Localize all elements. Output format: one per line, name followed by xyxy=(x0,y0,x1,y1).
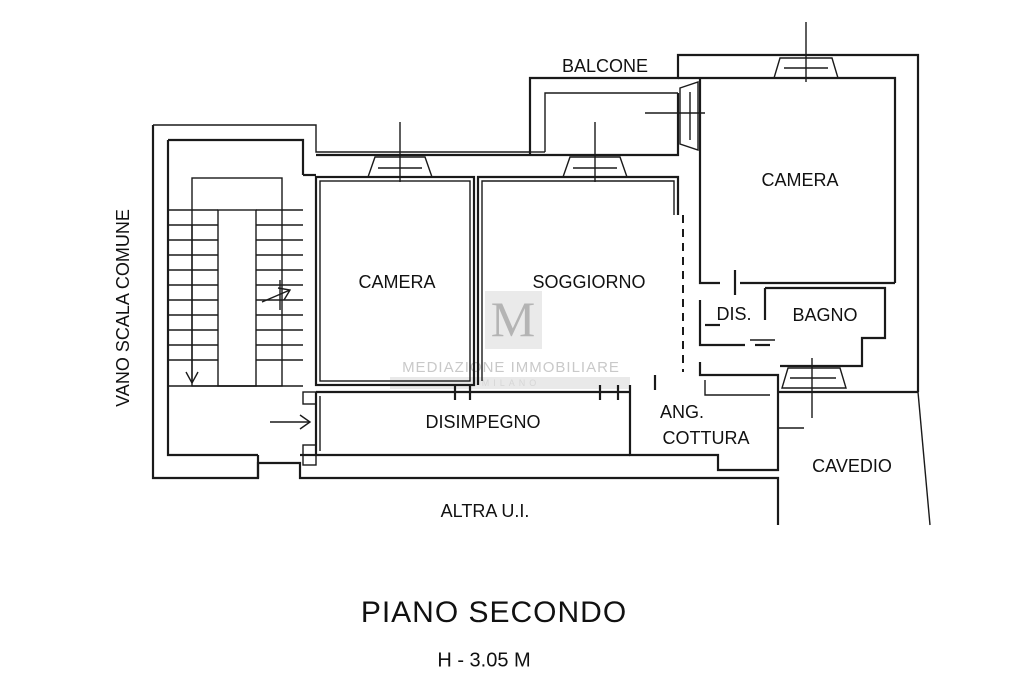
staircase xyxy=(168,177,312,430)
window-camera-right xyxy=(773,22,839,82)
label-disimpegno: DISIMPEGNO xyxy=(425,412,540,432)
watermark-text: MEDIAZIONE IMMOBILIARE xyxy=(402,359,620,376)
room-labels: BALCONE CAMERA SOGGIORNO CAMERA DIS. BAG… xyxy=(113,56,892,521)
plan-footer: PIANO SECONDO H - 3.05 M xyxy=(361,596,627,671)
label-camera-right: CAMERA xyxy=(761,170,838,190)
label-cavedio: CAVEDIO xyxy=(812,456,892,476)
label-camera-left: CAMERA xyxy=(358,272,435,292)
label-dis: DIS. xyxy=(716,304,751,324)
label-vano-scala: VANO SCALA COMUNE xyxy=(113,209,133,407)
label-bagno: BAGNO xyxy=(792,305,857,325)
label-ang: ANG. xyxy=(660,402,704,422)
label-cottura: COTTURA xyxy=(663,428,750,448)
watermark-monogram: M xyxy=(491,291,535,347)
window-soggiorno xyxy=(562,122,628,182)
label-soggiorno: SOGGIORNO xyxy=(532,272,645,292)
label-altra-ui: ALTRA U.I. xyxy=(441,501,530,521)
watermark-subtext: MILANO xyxy=(482,378,541,388)
window-balcony-door xyxy=(645,81,705,151)
windows xyxy=(367,22,847,429)
plan-title: PIANO SECONDO xyxy=(361,596,627,629)
window-camera-left xyxy=(367,122,433,182)
window-bagno xyxy=(781,358,847,418)
stair-up-arrow xyxy=(261,289,291,303)
plan-height: H - 3.05 M xyxy=(437,649,530,671)
watermark-logo-box xyxy=(485,291,542,349)
label-balcone: BALCONE xyxy=(562,56,648,76)
watermark: M MEDIAZIONE IMMOBILIARE MILANO xyxy=(390,291,630,389)
